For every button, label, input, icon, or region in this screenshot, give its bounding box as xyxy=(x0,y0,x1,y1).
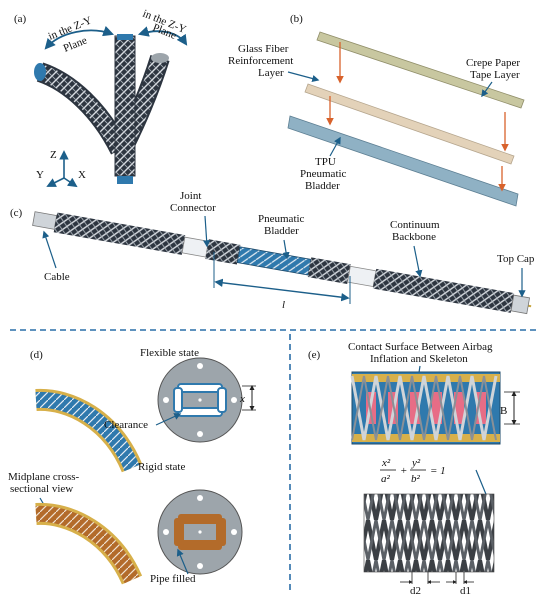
eq-y-numerator: y² xyxy=(411,457,421,469)
flexible-cross-section xyxy=(157,357,256,443)
glass-fiber-line2: Reinforcement xyxy=(228,55,293,67)
tpu-pointer xyxy=(329,136,341,157)
panel-a-tag: (a) xyxy=(14,13,27,25)
crepe-paper-line1: Crepe Paper xyxy=(466,57,520,69)
glass-fiber-line1: Glass Fiber xyxy=(238,43,289,55)
pipe-filled-label: Pipe filled xyxy=(150,573,196,585)
plane-left-line1: in the Z-Y xyxy=(47,14,94,42)
d1-label: d1 xyxy=(460,585,471,597)
y-branch-manipulator xyxy=(34,34,170,184)
top-cap-label: Top Cap xyxy=(497,253,535,265)
joint-connector-line2: Connector xyxy=(170,202,216,214)
eq-rhs: = 1 xyxy=(430,465,446,477)
pneumatic-bladder-line1: Pneumatic xyxy=(258,213,305,225)
flexible-tube xyxy=(35,391,140,472)
continuum-backbone-line1: Continuum xyxy=(390,219,440,231)
pneumatic-bladder-pointer xyxy=(282,239,290,260)
panel-a: (a) in the Z-Y Plane in the Z-Y Plane Z … xyxy=(14,8,188,188)
backbone-lattice xyxy=(363,493,495,573)
tpu-line1: TPU xyxy=(315,156,336,168)
length-label: l xyxy=(282,299,285,311)
midplane-line2: sectional view xyxy=(10,483,73,495)
tpu-line2: Pneumatic xyxy=(300,168,347,180)
midplane-line1: Midplane cross- xyxy=(8,471,80,483)
panel-e: (e) Contact Surface Between Airbag Infla… xyxy=(308,341,520,597)
pneumatic-bladder-line2: Bladder xyxy=(264,225,299,237)
axis-y-label: Y xyxy=(36,169,44,181)
panel-c: (c) Joint Connector Pneumatic Bladder Co… xyxy=(10,190,535,315)
b-dimension-label: B xyxy=(500,405,507,417)
eq-plus: + xyxy=(400,465,407,477)
rigid-state-label: Rigid state xyxy=(138,461,185,473)
bend-arrow-right xyxy=(137,26,188,46)
clearance-label: Clearance xyxy=(104,419,148,431)
eq-b-denominator: b² xyxy=(411,473,421,485)
eq-a-denominator: a² xyxy=(381,473,391,485)
flexible-state-label: Flexible state xyxy=(140,347,199,359)
glass-fiber-pointer xyxy=(287,71,320,82)
axis-x-label: X xyxy=(78,169,86,181)
axis-z-label: Z xyxy=(50,149,57,161)
crepe-paper-pointer xyxy=(481,81,493,98)
cable-label: Cable xyxy=(44,271,70,283)
crepe-paper-line2: Tape Layer xyxy=(470,69,520,81)
panel-d-tag: (d) xyxy=(30,349,43,361)
clearance-pointer xyxy=(155,413,182,426)
tpu-bladder-layer xyxy=(287,115,519,207)
length-dimension xyxy=(214,278,350,302)
joint-connector-pointer xyxy=(203,215,211,248)
rigid-tube xyxy=(35,505,140,584)
continuum-backbone-pointer xyxy=(413,245,423,278)
panel-d: (d) Flexible state x Clearance Rigid sta… xyxy=(8,347,256,585)
pipe-filled-pointer xyxy=(176,548,189,575)
glass-fiber-layer xyxy=(304,83,515,165)
d2-label: d2 xyxy=(410,585,421,597)
joint-connector-line1: Joint xyxy=(180,190,201,202)
axis-triad: Z Y X xyxy=(36,149,86,188)
contact-title-line1: Contact Surface Between Airbag xyxy=(348,341,493,353)
continuum-backbone-line2: Backbone xyxy=(392,231,436,243)
glass-fiber-line3: Layer xyxy=(258,67,284,79)
bend-arrow-left xyxy=(44,25,115,50)
contact-title-line2: Inflation and Skeleton xyxy=(370,353,468,365)
panel-e-tag: (e) xyxy=(308,349,321,361)
panel-b-tag: (b) xyxy=(290,13,303,25)
panel-b: (b) Glass Fiber Reinforcement Layer Crep… xyxy=(228,13,525,207)
panel-c-tag: (c) xyxy=(10,207,23,219)
ellipse-equation: x² a² + y² b² = 1 xyxy=(380,457,446,485)
tpu-line3: Bladder xyxy=(305,180,340,192)
plane-left-line2: Plane xyxy=(62,34,89,54)
x-dimension-label: x xyxy=(239,393,245,405)
contact-surface-illustration xyxy=(350,371,520,445)
cable-pointer xyxy=(42,230,57,269)
crepe-paper-layer xyxy=(316,31,525,109)
rigid-cross-section xyxy=(157,489,243,575)
eq-x-numerator: x² xyxy=(381,457,391,469)
